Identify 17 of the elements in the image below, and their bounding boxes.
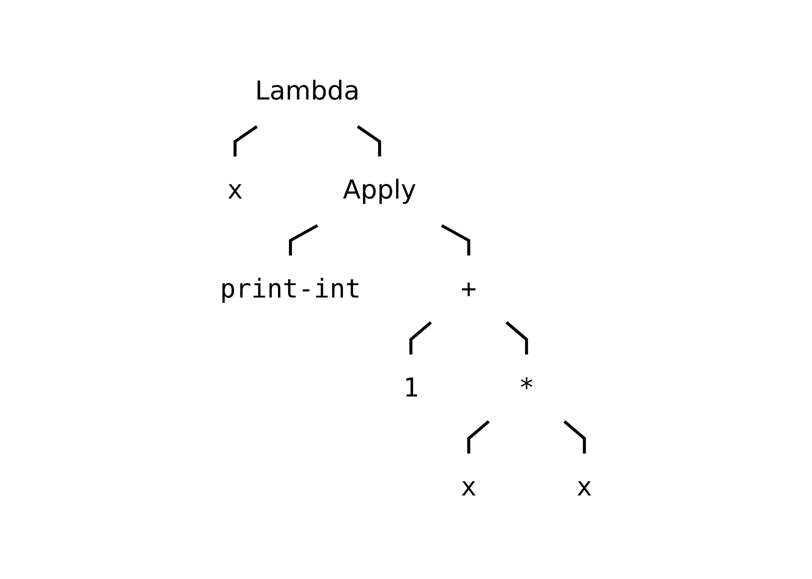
connector <box>467 420 490 453</box>
connector <box>505 320 528 354</box>
connector <box>563 420 586 453</box>
node-text: 1 <box>402 373 419 403</box>
connector <box>356 124 381 156</box>
connector <box>288 224 318 255</box>
node-text: * <box>518 373 534 403</box>
connector <box>440 224 470 255</box>
node-text: Apply <box>342 175 416 205</box>
node-text: print-int <box>220 274 361 304</box>
connector <box>233 124 258 156</box>
node-text: + <box>460 274 476 304</box>
connector <box>409 320 432 354</box>
node-text: Lambda <box>254 76 360 106</box>
node-text: x <box>460 472 476 502</box>
node-text: x <box>227 175 243 205</box>
node-text: x <box>576 472 592 502</box>
